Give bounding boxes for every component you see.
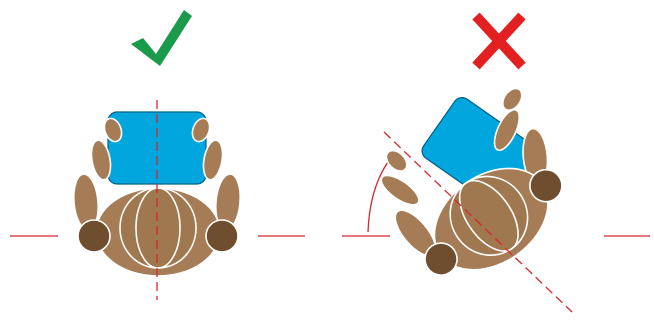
left-hand (385, 149, 408, 172)
left-hand (103, 117, 123, 143)
right-forearm (493, 108, 521, 152)
panel-incorrect (342, 12, 650, 313)
head-detail (135, 187, 181, 269)
right-shoulder (529, 168, 563, 203)
panel-correct (10, 10, 305, 300)
right-hand (501, 87, 523, 111)
left-forearm (380, 174, 420, 206)
tilted-axis-guide (383, 131, 573, 313)
figure-rotated (380, 87, 563, 276)
right-hand (191, 117, 211, 143)
head-detail (458, 179, 519, 252)
left-forearm (90, 139, 112, 181)
cross-mark-icon (472, 12, 526, 70)
left-shoulder (77, 219, 111, 253)
left-shoulder (424, 242, 458, 276)
right-forearm (202, 139, 224, 181)
right-shoulder (205, 219, 239, 253)
head (119, 187, 197, 269)
check-mark-icon (131, 10, 192, 66)
